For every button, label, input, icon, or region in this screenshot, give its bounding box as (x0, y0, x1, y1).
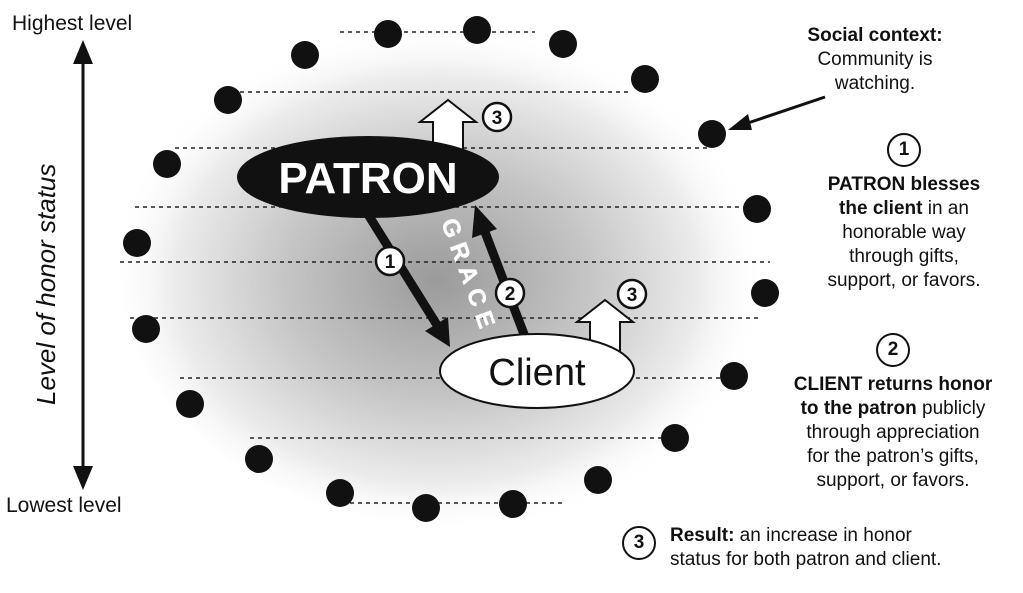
svg-text:2: 2 (505, 284, 516, 305)
community-member-dot (549, 30, 577, 58)
step-2-heading: CLIENT returns honor (793, 374, 993, 395)
community-member-dot (326, 479, 354, 507)
step-2-text: through appreciation (806, 422, 980, 443)
step-2-number: 2 (876, 333, 910, 367)
community-member-dot (176, 390, 204, 418)
client-label: Client (488, 352, 586, 394)
step-2-text: publicly (916, 398, 986, 419)
social-context-line: Community is (817, 49, 933, 70)
highest-level-label: Highest level (12, 12, 133, 35)
community-member-dot (698, 120, 726, 148)
community-member-dot (291, 41, 319, 69)
marker-3-top: 3 (481, 101, 513, 133)
svg-text:3: 3 (492, 108, 503, 129)
step-1-text: through gifts, (849, 246, 959, 267)
community-member-dot (661, 424, 689, 452)
community-member-dot (245, 445, 273, 473)
marker-3-bottom: 3 (616, 278, 648, 310)
axis-arrow-up-icon (73, 40, 93, 64)
social-context-title: Social context: (807, 25, 943, 46)
step-2-text: support, or favors. (816, 470, 970, 491)
social-context-line: watching. (834, 73, 916, 94)
axis-arrow-down-icon (73, 466, 93, 490)
marker-2: 2 (494, 277, 526, 309)
svg-text:1: 1 (385, 252, 396, 273)
step-3-heading: Result: (670, 525, 735, 546)
step-1-text: support, or favors. (827, 270, 981, 291)
step-2-block: 2 CLIENT returns honor to the patron pub… (770, 333, 1016, 493)
svg-text:3: 3 (627, 285, 638, 306)
patron-node (237, 136, 499, 218)
step-1-number: 1 (887, 133, 921, 167)
community-member-dot (132, 315, 160, 343)
step-1-heading: PATRON blesses (827, 174, 981, 195)
community-member-dot (123, 229, 151, 257)
community-member-dot (751, 279, 779, 307)
social-pointer-arrow (728, 95, 826, 130)
axis-title: Level of honor status (31, 164, 61, 405)
community-dots (123, 16, 779, 522)
honor-axis (73, 40, 93, 490)
step-1-block: 1 PATRON blesses the client in an honora… (790, 133, 1018, 293)
step-3-text: an increase in honor (734, 525, 912, 546)
lowest-level-label: Lowest level (6, 494, 122, 517)
step-3-number: 3 (622, 526, 656, 560)
community-halo (120, 15, 780, 525)
step-1-text: in an (922, 198, 969, 219)
step-1-heading-cont: the client (839, 198, 923, 219)
community-member-dot (743, 195, 771, 223)
marker-1: 1 (374, 245, 406, 277)
patron-label: PATRON (278, 154, 457, 203)
pointer-arrowhead-icon (728, 114, 752, 130)
community-member-dot (153, 150, 181, 178)
community-member-dot (412, 494, 440, 522)
arrow-to-patron-icon (472, 205, 497, 238)
community-member-dot (374, 20, 402, 48)
arrow-to-client-icon (425, 317, 450, 347)
client-node (439, 333, 635, 409)
community-member-dot (463, 16, 491, 44)
community-member-dot (214, 86, 242, 114)
community-member-dot (720, 362, 748, 390)
step-1-text: honorable way (842, 222, 966, 243)
community-member-dot (499, 490, 527, 518)
community-member-dot (631, 65, 659, 93)
step-2-heading-cont: to the patron (800, 398, 917, 419)
step-2-text: for the patron’s gifts, (807, 446, 979, 467)
community-member-dot (584, 466, 612, 494)
social-context-block: Social context: Community is watching. (775, 24, 975, 96)
step-3-text: status for both patron and client. (670, 549, 942, 570)
